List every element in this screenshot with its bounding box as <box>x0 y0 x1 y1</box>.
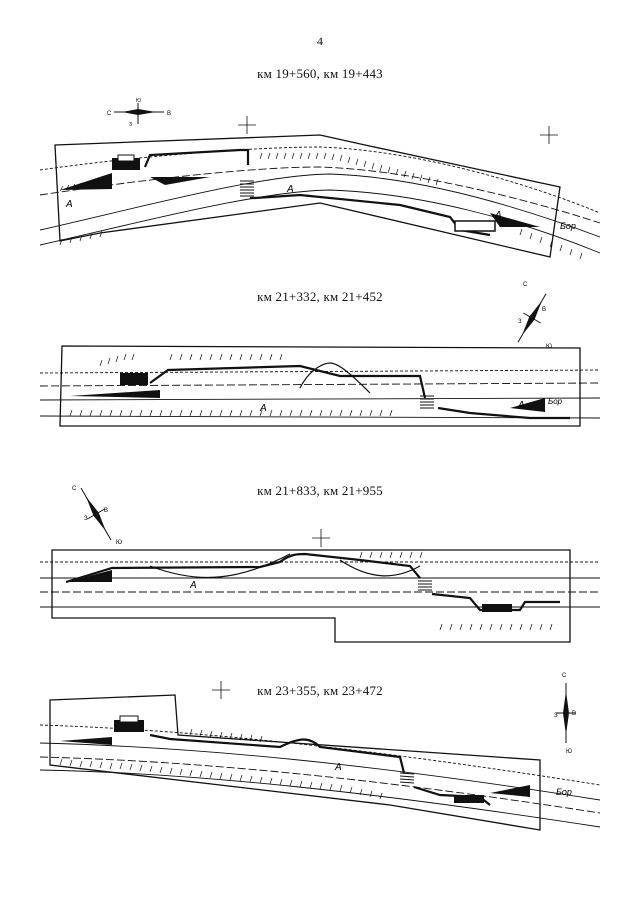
section-title-3: км 21+833, км 21+955 <box>257 483 383 498</box>
station-building-right <box>454 795 484 803</box>
curve-feature <box>299 362 371 394</box>
approach-wedge-right <box>510 398 545 412</box>
platform-walls <box>65 552 421 584</box>
compass-rose-icon: С В Ю З <box>107 98 171 128</box>
station-building-right <box>482 604 512 612</box>
approach-wedge-left <box>60 173 112 190</box>
section-label-a: А <box>286 184 294 195</box>
section-title-1: км 19+560, км 19+443 <box>257 66 383 81</box>
compass-south-label: З <box>129 122 132 128</box>
road-edges <box>39 369 601 419</box>
site-boundary <box>51 549 571 643</box>
station-building-left <box>114 720 144 732</box>
staircase <box>399 772 415 784</box>
compass-west-label: З <box>84 516 88 522</box>
road-edges <box>39 724 601 828</box>
site-boundary <box>54 134 561 258</box>
section-label-a: А <box>259 403 267 414</box>
compass-east-label: В <box>542 307 546 313</box>
section-label-a: А <box>517 400 525 411</box>
survey-cross-icon <box>238 116 558 144</box>
section-title-2: км 21+332, км 21+452 <box>257 289 383 304</box>
compass-east-label: В <box>104 508 108 514</box>
compass-rose-icon <box>556 683 576 743</box>
approach-wedge-left <box>66 570 112 582</box>
compass-south-label: Ю <box>566 749 572 755</box>
approach-wedge-left <box>60 737 112 745</box>
compass-north-label: С <box>562 673 567 679</box>
staircase <box>240 180 254 197</box>
compass-south-label: Ю <box>546 344 552 350</box>
page-number: 4 <box>317 34 323 48</box>
compass-north-label: С <box>72 486 77 492</box>
staircase <box>420 395 434 409</box>
platform-walls <box>149 733 406 774</box>
approach-wedge-mid <box>150 177 210 185</box>
section-title-4: км 23+355, км 23+472 <box>257 683 383 698</box>
site-plan-3: С В Ю З А <box>40 486 600 643</box>
compass-north-label: С <box>523 282 528 288</box>
site-plan-2: С В Ю З А А Бор <box>39 282 601 427</box>
embankment-hatching <box>69 353 393 417</box>
compass-west-label: С <box>107 111 112 117</box>
direction-label: Бор <box>548 397 563 406</box>
compass-north-label: Ю <box>136 98 141 104</box>
approach-wedge-left <box>70 390 160 398</box>
site-boundary <box>49 694 541 831</box>
compass-south-label: Ю <box>116 540 122 546</box>
direction-label: Бор <box>560 221 576 231</box>
direction-label: Бор <box>556 787 572 797</box>
survey-cross-icon <box>312 529 330 547</box>
section-label-a: А <box>189 580 197 591</box>
approach-wedge-right <box>490 213 540 227</box>
site-boundary <box>59 345 581 427</box>
compass-east-label: В <box>167 111 171 117</box>
compass-east-label: В <box>572 711 576 717</box>
section-label-a: А <box>494 210 502 221</box>
embankment-hatching <box>359 551 553 631</box>
survey-cross-icon <box>212 681 230 699</box>
station-building-right <box>454 220 496 232</box>
section-label-a: А <box>65 199 73 210</box>
site-plan-1: С В Ю З А А А Бор <box>39 98 601 260</box>
station-building-left <box>120 373 148 385</box>
platform-walls <box>149 364 570 420</box>
site-plan-4: С В Ю З А Бор <box>39 673 601 831</box>
section-label-a: А <box>334 762 342 773</box>
embankment-hatching <box>59 728 383 800</box>
compass-rose-icon <box>517 293 547 343</box>
compass-west-label: З <box>518 319 522 325</box>
approach-wedge-right <box>490 785 530 797</box>
staircase <box>418 577 432 591</box>
compass-rose-icon <box>80 487 112 541</box>
compass-west-label: З <box>554 713 558 719</box>
